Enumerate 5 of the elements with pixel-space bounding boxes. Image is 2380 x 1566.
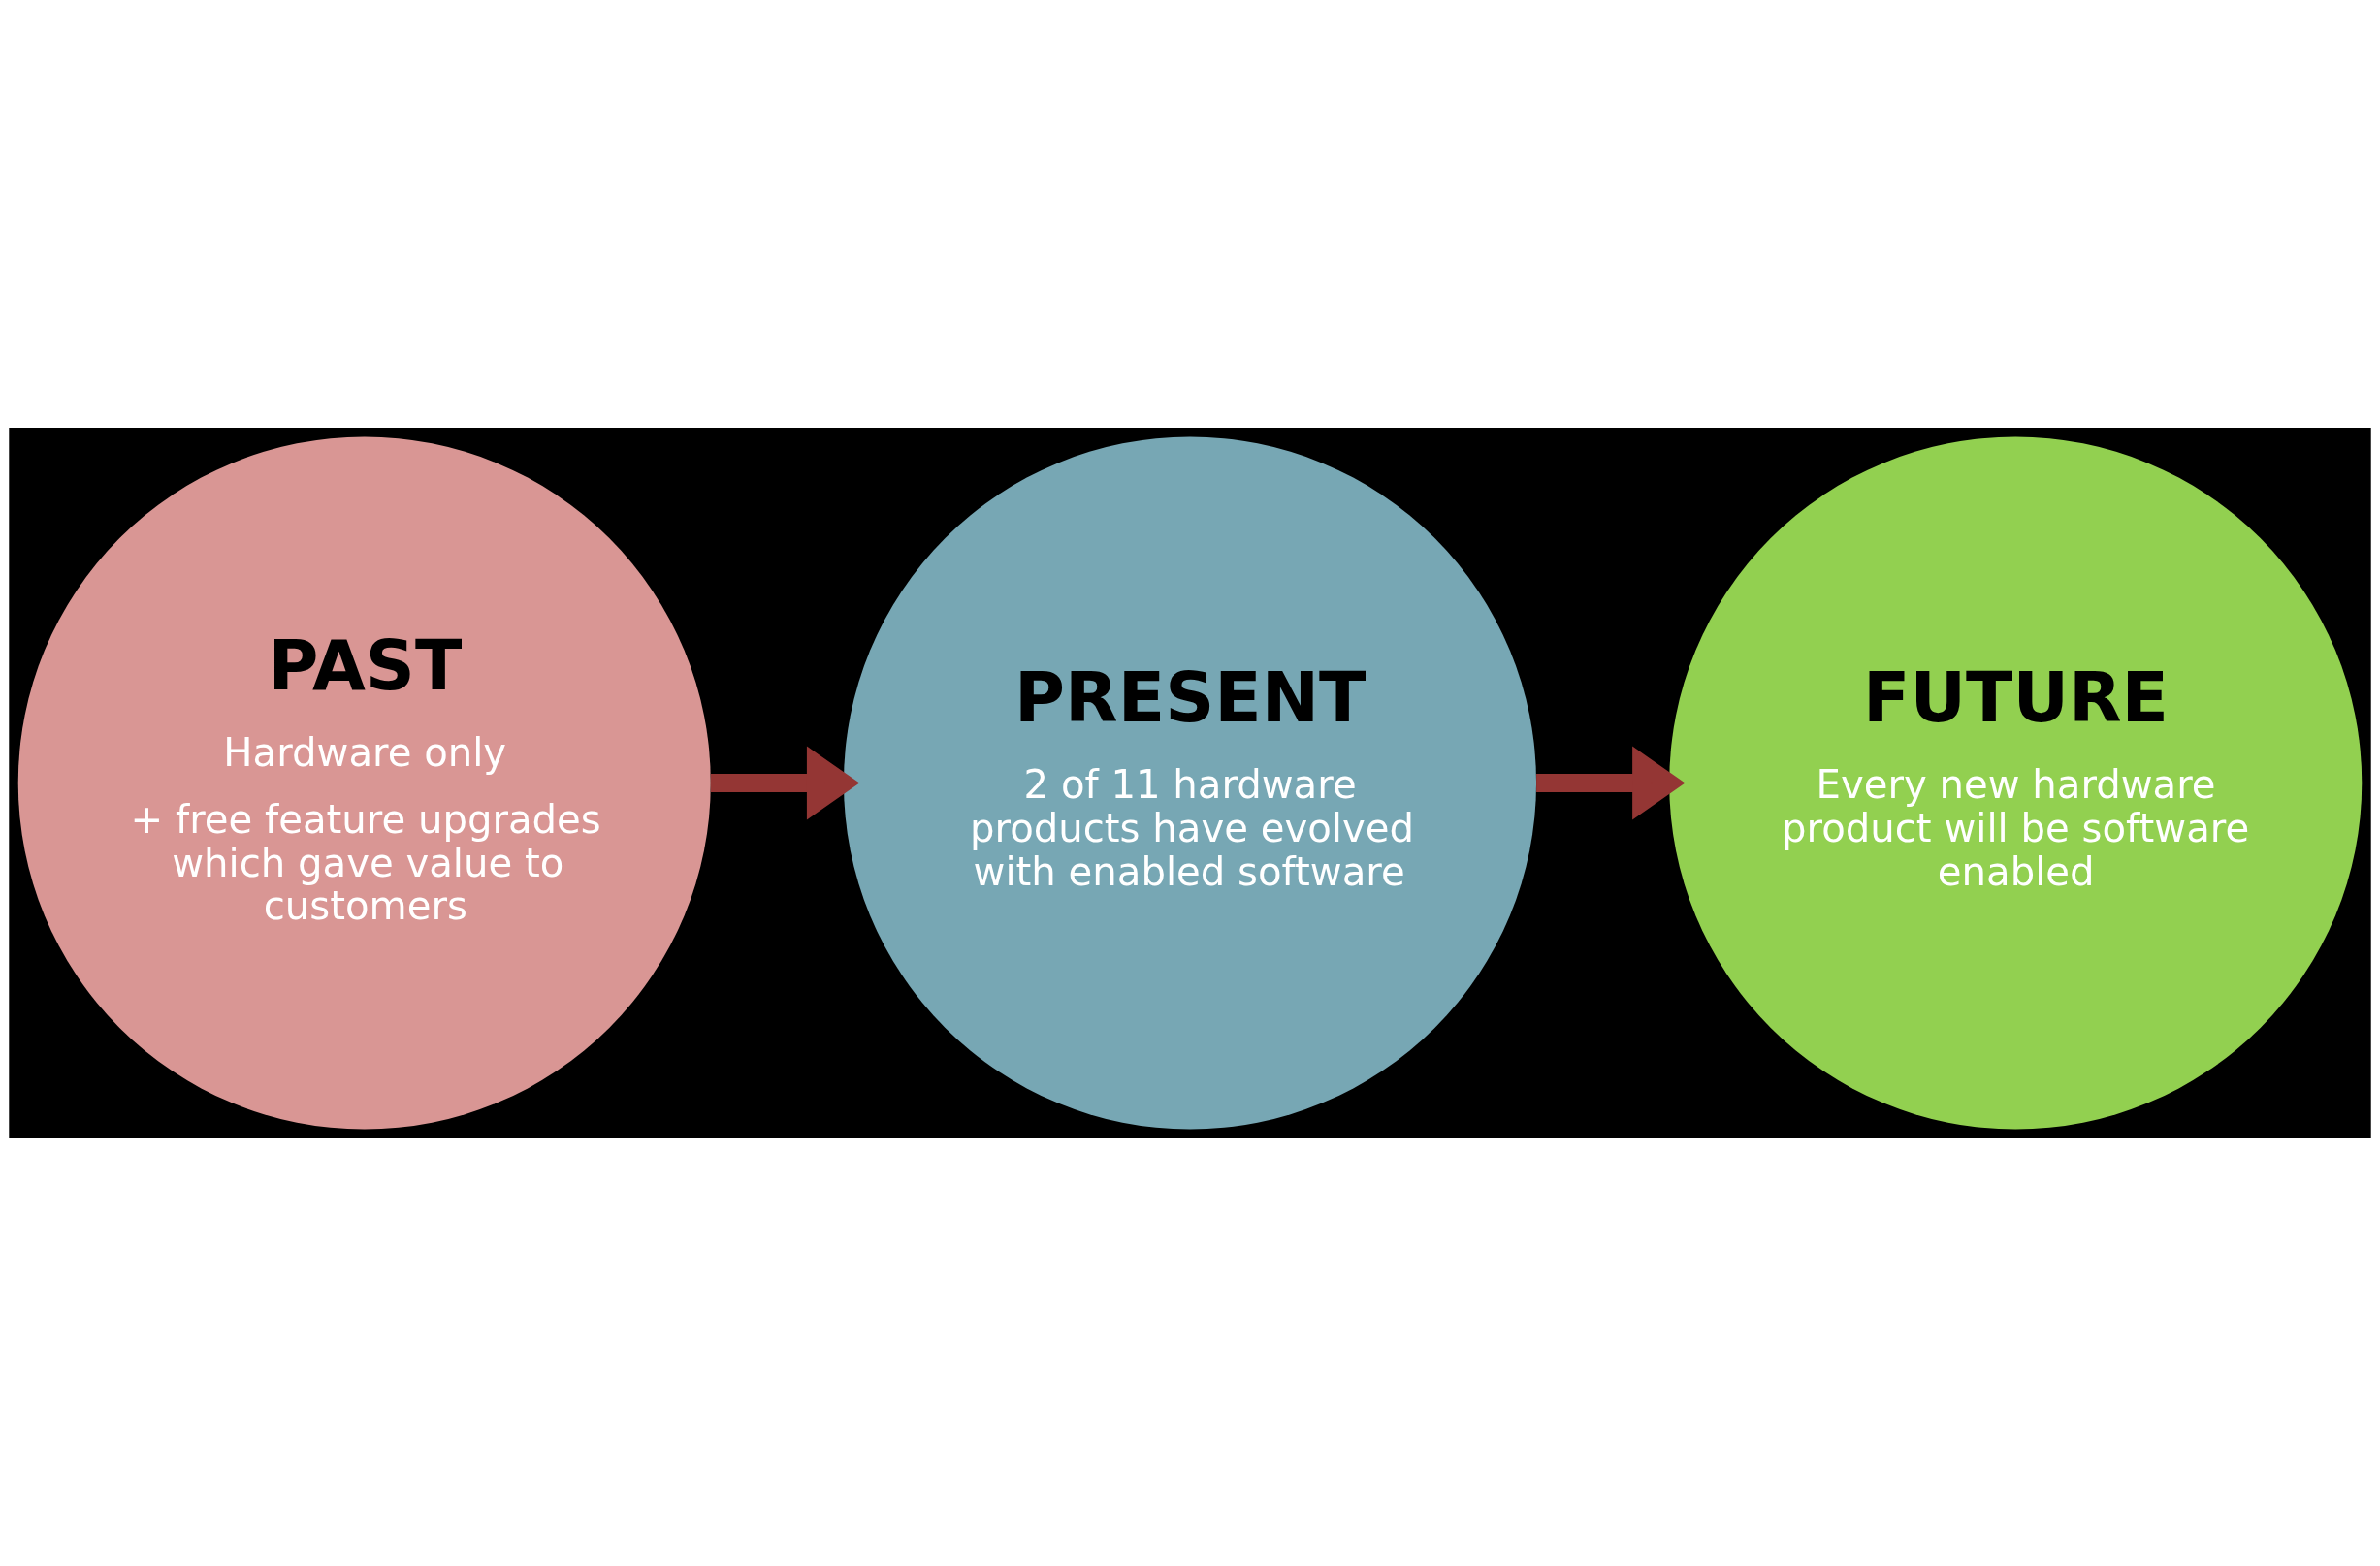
arrow xyxy=(1536,746,1686,820)
node-circle: PRESENT 2 of 11 hardware products have evolved with enabled software xyxy=(843,436,1537,1130)
node-circle: PAST Hardware only + free feature upgrades which gave value to customers xyxy=(17,436,711,1130)
arrow xyxy=(710,746,860,820)
node-circle: FUTURE Every new hardware product will be software enabled xyxy=(1669,436,2363,1130)
